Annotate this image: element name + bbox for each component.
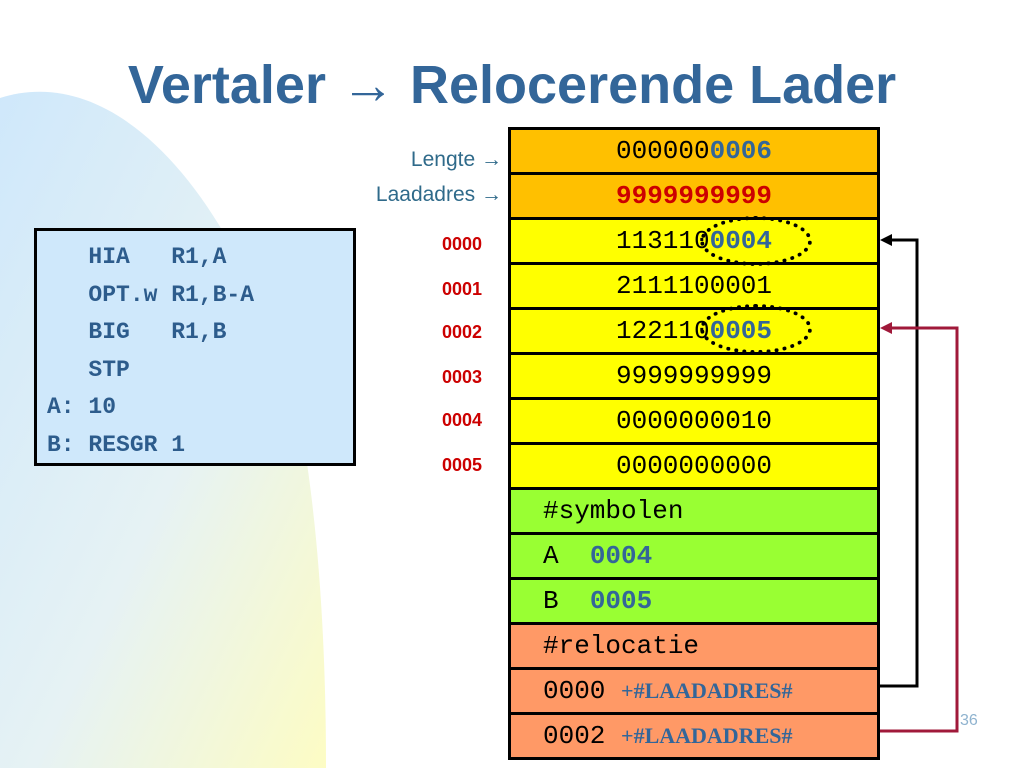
code-row-0002: 1221100005 <box>508 307 880 352</box>
address-label: 0001 <box>442 279 483 299</box>
relocation-row-2: 0002 +#LAADADRES# <box>508 712 880 760</box>
code-line: B: RESGR 1 <box>47 431 186 458</box>
code-value: 0000000010 <box>615 406 773 436</box>
code-row-0003: 9999999999 <box>508 352 880 397</box>
length-row: 0000000006 <box>508 127 880 172</box>
relocation-header: #relocatie <box>543 631 700 661</box>
address-label: 0003 <box>442 367 483 387</box>
load-address-row: 9999999999 <box>508 172 880 217</box>
page-number: 36 <box>960 712 978 729</box>
code-row-0001: 2111100001 <box>508 262 880 307</box>
code-line: HIA R1,A <box>47 244 227 270</box>
code-value: 2111100001 <box>615 271 773 301</box>
arrowhead-black <box>880 234 892 246</box>
relocation-entry: 0000 +#LAADADRES# <box>543 676 793 706</box>
code-value: 9999999999 <box>615 361 773 391</box>
symbol-entry: B 0005 <box>543 586 653 616</box>
address-label: 0000 <box>442 234 483 254</box>
code-line: OPT.w R1,B-A <box>47 281 255 308</box>
symbols-header: #symbolen <box>543 496 684 526</box>
relocation-header-row: #relocatie <box>508 622 880 667</box>
arrowhead-red <box>880 322 892 334</box>
relocation-entry: 0002 +#LAADADRES# <box>543 721 793 751</box>
relocation-arrow-red <box>880 326 959 733</box>
code-line: A: 10 <box>47 394 117 420</box>
code-row-0004: 0000000010 <box>508 397 880 442</box>
symbol-row-a: A 0004 <box>508 532 880 577</box>
code-value: 0000000000 <box>615 451 773 481</box>
relocation-row-1: 0000 +#LAADADRES# <box>508 667 880 712</box>
length-label: Lengte → <box>410 148 502 171</box>
object-file-table: 0000000006 9999999999 1131100004 2111100… <box>508 127 880 760</box>
load-address-value: 9999999999 <box>615 181 773 211</box>
assembly-code-box: HIA R1,A OPT.w R1,B-A BIG R1,B STP A: 10… <box>34 228 356 466</box>
relocation-arrow-black <box>880 238 919 688</box>
highlight-ellipse <box>700 216 812 266</box>
highlight-ellipse <box>700 304 812 354</box>
symbols-header-row: #symbolen <box>508 487 880 532</box>
address-label: 0005 <box>442 455 483 475</box>
address-label: 0004 <box>442 410 483 430</box>
load-address-label: Laadadres → <box>375 183 502 206</box>
slide-title: Vertaler → Relocerende Lader <box>127 55 897 115</box>
symbol-row-b: B 0005 <box>508 577 880 622</box>
symbol-entry: A 0004 <box>543 541 653 571</box>
code-line: BIG R1,B <box>47 319 227 345</box>
code-row-0005: 0000000000 <box>508 442 880 487</box>
address-label: 0002 <box>442 322 483 342</box>
code-line: STP <box>47 356 130 383</box>
length-value: 0000000006 <box>615 136 773 166</box>
